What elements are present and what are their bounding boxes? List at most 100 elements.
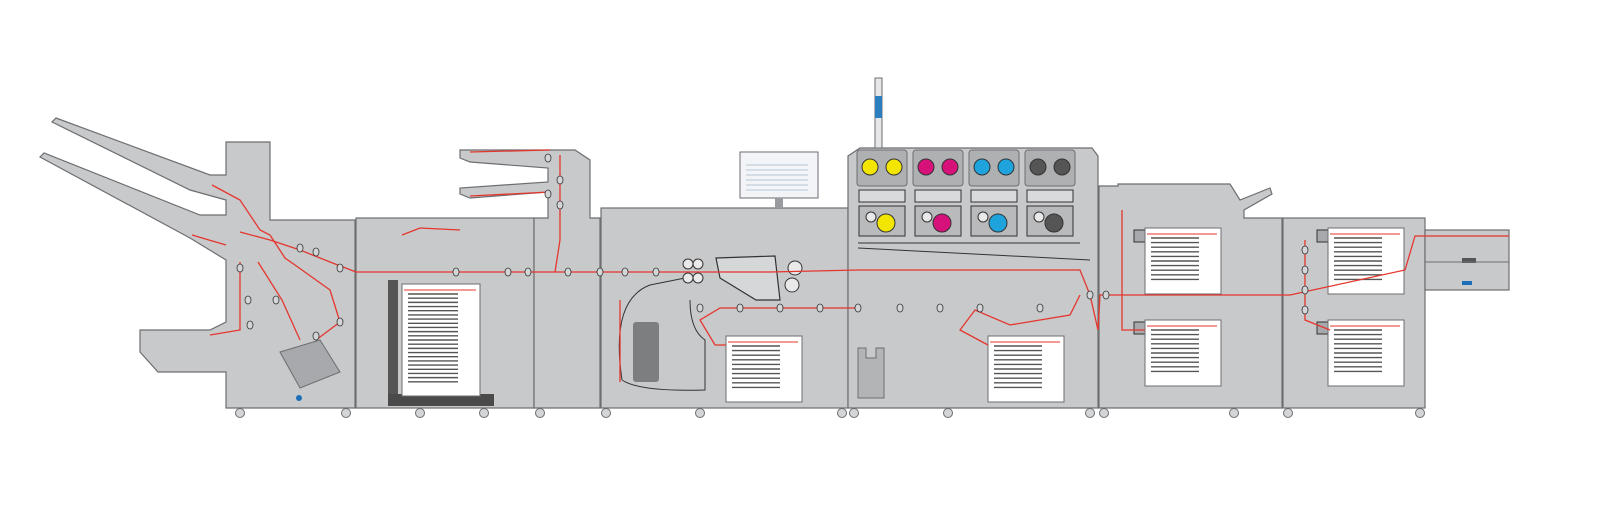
stacker-cart-base	[388, 394, 494, 406]
toner-bottle-cyan	[997, 158, 1015, 176]
transport-roller	[936, 303, 944, 313]
control-monitor-stand	[775, 198, 783, 208]
paper-stacks	[401, 227, 1405, 403]
finisher-booklet-tray	[279, 339, 341, 389]
signal-tower-light	[875, 96, 882, 118]
transport-roller	[652, 267, 660, 277]
fuser-unit	[715, 255, 781, 301]
transport-roller	[1301, 245, 1309, 255]
registration-roller	[682, 272, 694, 284]
drum-black	[1044, 213, 1064, 233]
feeder-pickup-assembly	[1133, 321, 1147, 335]
transport-roller	[621, 267, 629, 277]
transfer-belt-top	[857, 247, 1091, 261]
developer-roller	[865, 211, 877, 223]
transport-roller	[1301, 305, 1309, 315]
transport-roller	[244, 295, 252, 305]
toner-bottle-magenta	[917, 158, 935, 176]
feeder-pickup-assembly	[1316, 321, 1330, 335]
developer-roller	[977, 211, 989, 223]
caster-wheel	[341, 408, 351, 418]
fuser-roller	[784, 277, 800, 293]
paper-path-segment	[959, 294, 1081, 346]
paper-path-segment	[699, 307, 858, 346]
caster-wheel	[1229, 408, 1239, 418]
transport-roller	[336, 263, 344, 273]
paper-path-segment	[401, 227, 461, 236]
caster-wheel	[235, 408, 245, 418]
toner-bottle-cyan	[973, 158, 991, 176]
transport-roller	[1102, 290, 1110, 300]
transport-roller	[312, 331, 320, 341]
transport-roller	[246, 320, 254, 330]
stacker-cart-post	[388, 280, 398, 396]
transport-roller	[976, 303, 984, 313]
inserter-indicator	[1462, 281, 1472, 285]
toner-hopper-cyan	[970, 189, 1018, 203]
paper-paths	[191, 149, 1509, 382]
paper-path-segment	[469, 191, 551, 197]
toner-bottle-yellow	[861, 158, 879, 176]
transport-roller	[564, 267, 572, 277]
transport-roller	[544, 189, 552, 199]
registration-roller	[692, 258, 704, 270]
paper-path-segment	[469, 149, 551, 153]
transport-roller	[544, 153, 552, 163]
drum-magenta	[932, 213, 952, 233]
transport-roller	[1301, 285, 1309, 295]
toner-hopper-black	[1026, 189, 1074, 203]
toner-hopper-yellow	[858, 189, 906, 203]
fuser-roller	[787, 260, 803, 276]
paper-path-segment	[209, 262, 241, 336]
transport-roller	[696, 303, 704, 313]
developer-roller	[921, 211, 933, 223]
transport-roller	[816, 303, 824, 313]
transport-roller	[296, 243, 304, 253]
caster-wheel	[1415, 408, 1425, 418]
toner-hopper-magenta	[914, 189, 962, 203]
drum-yellow	[876, 213, 896, 233]
transport-roller	[1086, 290, 1094, 300]
paper-path-segment	[191, 234, 227, 246]
toner-bottle-black	[1053, 158, 1071, 176]
toner-bottle-yellow	[885, 158, 903, 176]
caster-wheel	[695, 408, 705, 418]
inserter-handle	[1462, 258, 1476, 263]
paper-path-segment	[257, 261, 301, 341]
paper-path-segment	[239, 231, 1509, 331]
caster-wheel	[479, 408, 489, 418]
paper-path-segment	[211, 184, 341, 341]
caster-wheel	[535, 408, 545, 418]
fuser-frame-line	[621, 299, 706, 391]
transport-roller	[736, 303, 744, 313]
transport-roller	[504, 267, 512, 277]
feeder-pickup-assembly	[1133, 229, 1147, 243]
transport-roller	[524, 267, 532, 277]
transport-roller	[854, 303, 862, 313]
caster-wheel	[1085, 408, 1095, 418]
transport-roller	[776, 303, 784, 313]
waste-toner-bottle	[633, 322, 659, 382]
registration-roller	[682, 258, 694, 270]
transport-roller	[556, 175, 564, 185]
transport-roller	[272, 295, 280, 305]
toner-bottle-magenta	[941, 158, 959, 176]
developer-waste-container	[857, 347, 885, 399]
transport-roller	[596, 267, 604, 277]
finisher-indicator-light	[296, 395, 302, 401]
drum-cyan	[988, 213, 1008, 233]
caster-wheel	[837, 408, 847, 418]
caster-wheel	[1283, 408, 1293, 418]
toner-stations	[856, 149, 1076, 237]
transport-roller	[556, 200, 564, 210]
registration-roller	[692, 272, 704, 284]
caster-wheel	[1099, 408, 1109, 418]
transport-roller	[312, 247, 320, 257]
paper-path-segment	[1121, 210, 1145, 331]
finisher-module-body	[39, 117, 356, 409]
caster-wheel	[415, 408, 425, 418]
transport-roller	[336, 317, 344, 327]
feeder-pickup-assembly	[1316, 229, 1330, 243]
